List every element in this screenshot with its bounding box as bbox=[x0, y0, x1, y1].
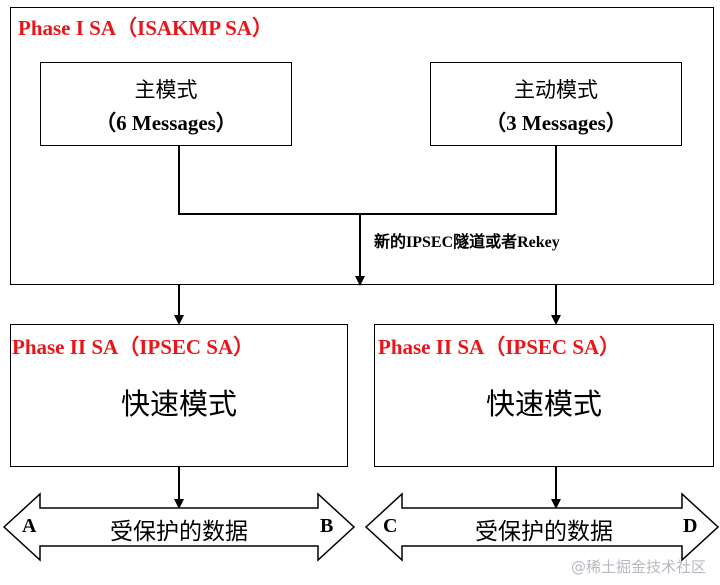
phase2-left-container bbox=[10, 324, 348, 467]
left-data-label: 受保护的数据 bbox=[110, 519, 248, 544]
aggressive-mode-box bbox=[430, 62, 682, 146]
phase1-title: Phase I SA（ISAKMP SA） bbox=[18, 16, 273, 40]
right-end-label-b: B bbox=[320, 515, 334, 537]
right-data-double-arrow bbox=[364, 492, 720, 562]
main-mode-box bbox=[40, 62, 292, 146]
phase2-right-title: Phase II SA（IPSEC SA） bbox=[378, 335, 621, 359]
main-mode-name: 主模式 bbox=[134, 78, 198, 102]
left-data-double-arrow bbox=[2, 492, 356, 562]
right-end-label-d: D bbox=[683, 515, 698, 537]
watermark: @稀土掘金技术社区 bbox=[570, 558, 706, 576]
aggressive-mode-name: 主动模式 bbox=[514, 78, 598, 102]
main-mode-messages: （6 Messages） bbox=[95, 111, 237, 135]
phase2-left-title: Phase II SA（IPSEC SA） bbox=[12, 335, 255, 359]
phase1-container bbox=[10, 7, 714, 285]
rekey-label: 新的IPSEC隧道或者Rekey bbox=[374, 234, 560, 251]
left-end-label-c: C bbox=[383, 515, 398, 537]
phase2-right-mode: 快速模式 bbox=[485, 389, 602, 421]
phase2-left-mode: 快速模式 bbox=[120, 389, 237, 421]
phase2-right-container bbox=[374, 324, 714, 467]
right-data-label: 受保护的数据 bbox=[475, 519, 613, 544]
left-end-label: A bbox=[22, 515, 37, 537]
aggressive-mode-messages: （3 Messages） bbox=[485, 111, 627, 135]
